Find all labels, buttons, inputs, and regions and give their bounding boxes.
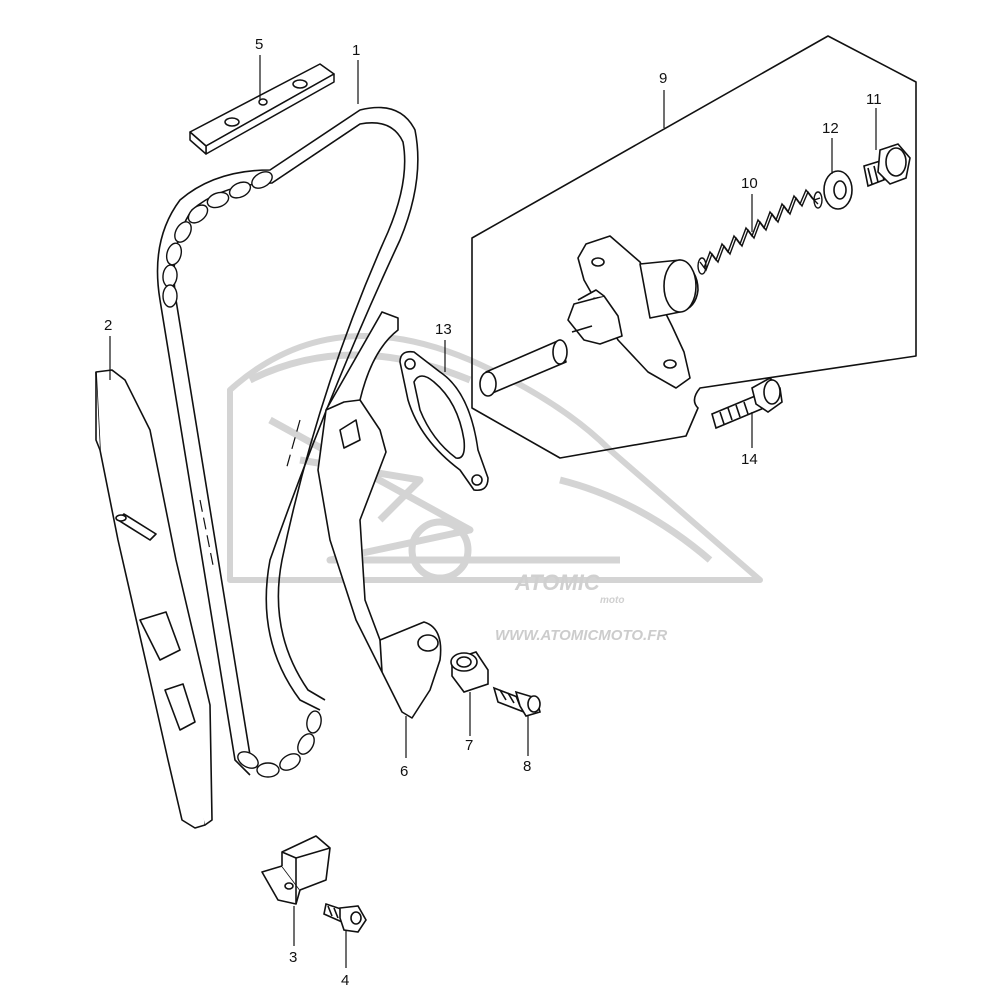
watermark-url: WWW.ATOMICMOTO.FR <box>495 627 667 644</box>
callout-8: 8 <box>523 758 531 775</box>
part-3-bracket <box>261 835 331 905</box>
callout-11: 11 <box>866 91 882 108</box>
part-4-bolt <box>323 902 367 933</box>
part-9-tensioner-box <box>471 35 917 459</box>
callout-5: 5 <box>255 36 263 53</box>
callout-4: 4 <box>341 972 349 989</box>
callout-14: 14 <box>741 451 758 468</box>
part-13-gasket <box>399 350 489 492</box>
callout-3: 3 <box>289 949 297 966</box>
leader-lines <box>109 55 877 968</box>
part-1-cam-chain <box>156 106 419 778</box>
part-2-chain-guide <box>95 369 213 829</box>
part-8-bolt <box>492 686 541 717</box>
part-14-bolt <box>711 377 783 430</box>
watermark-logo-sub: moto <box>600 595 624 606</box>
callout-7: 7 <box>465 737 473 754</box>
part-10-spring <box>697 188 823 275</box>
callout-1: 1 <box>352 42 360 59</box>
part-7-collar <box>450 651 489 693</box>
callout-2: 2 <box>104 317 112 334</box>
callout-12: 12 <box>822 120 839 137</box>
callout-labels: 1 2 3 4 5 6 7 8 9 10 11 12 13 14 <box>104 36 882 989</box>
watermark-logo-text: ATOMIC <box>514 570 601 595</box>
tensioner-body <box>479 235 699 397</box>
part-5-guide-plate <box>189 63 335 155</box>
callout-9: 9 <box>659 70 667 87</box>
part-6-tensioner-arm <box>317 311 442 719</box>
callout-6: 6 <box>400 763 408 780</box>
part-11-plug-bolt <box>863 143 911 188</box>
callout-10: 10 <box>741 175 758 192</box>
callout-13: 13 <box>435 321 452 338</box>
part-12-washer <box>823 170 853 210</box>
